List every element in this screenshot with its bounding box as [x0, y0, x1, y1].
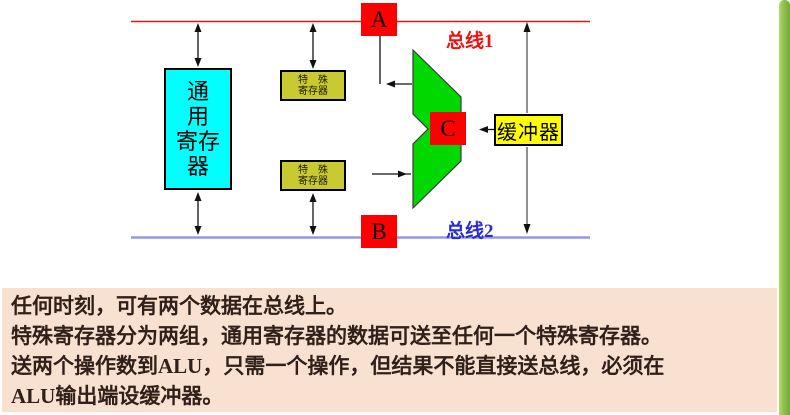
- alu-output-node-c: C: [430, 112, 466, 145]
- special-register-label-line1: 特 殊: [298, 74, 328, 86]
- notes-line-1: 任何时刻，可有两个数据在总线上。: [11, 294, 347, 318]
- bus2-latch-node-b: B: [361, 215, 397, 248]
- special-register-bottom-box: 特 殊 寄存器: [280, 160, 346, 191]
- notes-line-3: 送两个操作数到ALU，只需一个操作，但结果不能直接送总线，必须在: [11, 354, 665, 378]
- arrow-up-icon: [523, 22, 531, 32]
- arrow-down-icon: [309, 226, 317, 235]
- special-register-label-line2: 寄存器: [298, 85, 328, 97]
- special-register-label-line2: 寄存器: [298, 175, 328, 187]
- arrow-up-icon: [309, 193, 317, 202]
- arrow-down-icon: [523, 224, 531, 234]
- bus1-label: 总线1: [446, 31, 494, 52]
- buffer-box: 缓冲器: [494, 114, 563, 146]
- special-register-label-line1: 特 殊: [298, 164, 328, 176]
- arrow-left-icon: [386, 80, 395, 88]
- arrow-up-icon: [309, 23, 317, 32]
- notes-line-4: ALU输出端设缓冲器。: [11, 384, 224, 408]
- general-register-label-line1: 通 用: [186, 79, 232, 129]
- slide-accent-bar: [779, 0, 790, 415]
- arrow-down-icon: [194, 226, 202, 235]
- bus1-latch-node-a: A: [361, 3, 397, 36]
- bus2-label: 总线2: [446, 221, 494, 242]
- arrow-up-icon: [194, 192, 202, 201]
- general-register-box: 通 用 寄存器: [164, 68, 232, 190]
- general-register-label-line2: 寄存器: [175, 129, 220, 179]
- arrow-left-icon: [479, 126, 488, 133]
- special-register-top-box: 特 殊 寄存器: [280, 70, 346, 101]
- arrow-right-icon: [398, 170, 407, 178]
- arrow-up-icon: [194, 23, 202, 32]
- arrow-down-icon: [194, 58, 202, 67]
- notes-line-2: 特殊寄存器分为两组，通用寄存器的数据可送至任何一个特殊寄存器。: [11, 324, 662, 348]
- notes-panel: 任何时刻，可有两个数据在总线上。 特殊寄存器分为两组，通用寄存器的数据可送至任何…: [2, 288, 777, 412]
- arrow-down-icon: [309, 60, 317, 69]
